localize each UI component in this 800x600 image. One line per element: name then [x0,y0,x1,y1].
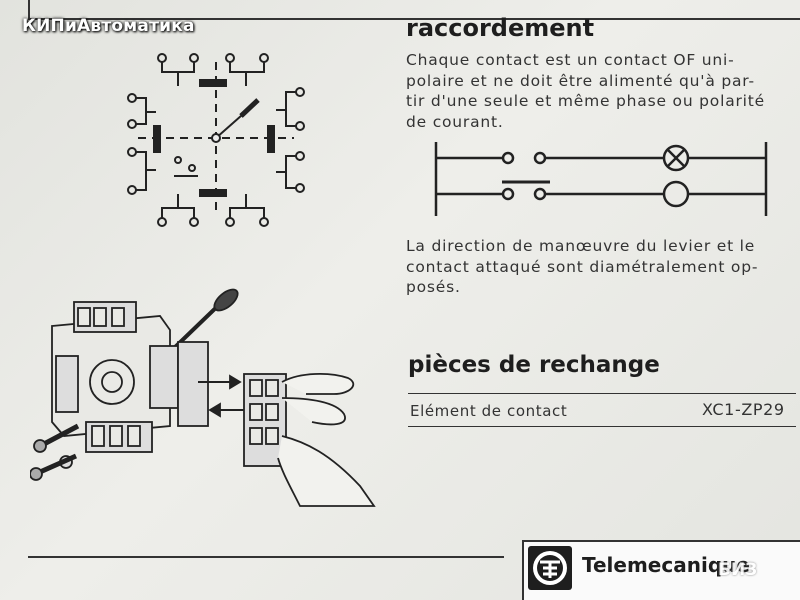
manoeuvre-paragraph: La direction de manœuvre du levier et le… [406,236,778,298]
paragraph-line: de courant. [406,112,504,131]
footer-rule [28,556,504,558]
paragraph-line: contact attaqué sont diamétralement op- [406,257,759,276]
switch-assembly-illustration [30,288,376,507]
section-title-pieces: pièces de rechange [408,352,660,378]
top-frame-border [28,0,800,20]
paragraph-line: Chaque contact est un contact OF uni- [406,51,735,69]
part-reference: XC1-ZP29 [702,400,785,419]
wiring-diagram-icon [434,142,768,216]
divider [408,426,796,427]
paragraph-line: polaire et ne doit être alimenté qu'à pa… [406,71,755,90]
raccordement-paragraph: Chaque contact est un contact OF uni- po… [406,50,778,132]
contact-diagram-icon [127,53,305,227]
bottom-watermark: БИЗ [718,560,758,580]
paragraph-line: tir d'une seule et même phase ou polarit… [406,92,765,110]
watermark-text: КИПиАвтоматика [22,16,195,36]
section-title-raccordement: raccordement [406,14,595,42]
part-name: Elément de contact [410,402,568,420]
paragraph-line: La direction de manœuvre du levier et le [406,237,756,255]
brand-name: Telemecanique [582,553,750,577]
paragraph-line: posés. [406,278,461,296]
divider [408,393,796,394]
telemecanique-logo-icon [528,546,572,590]
